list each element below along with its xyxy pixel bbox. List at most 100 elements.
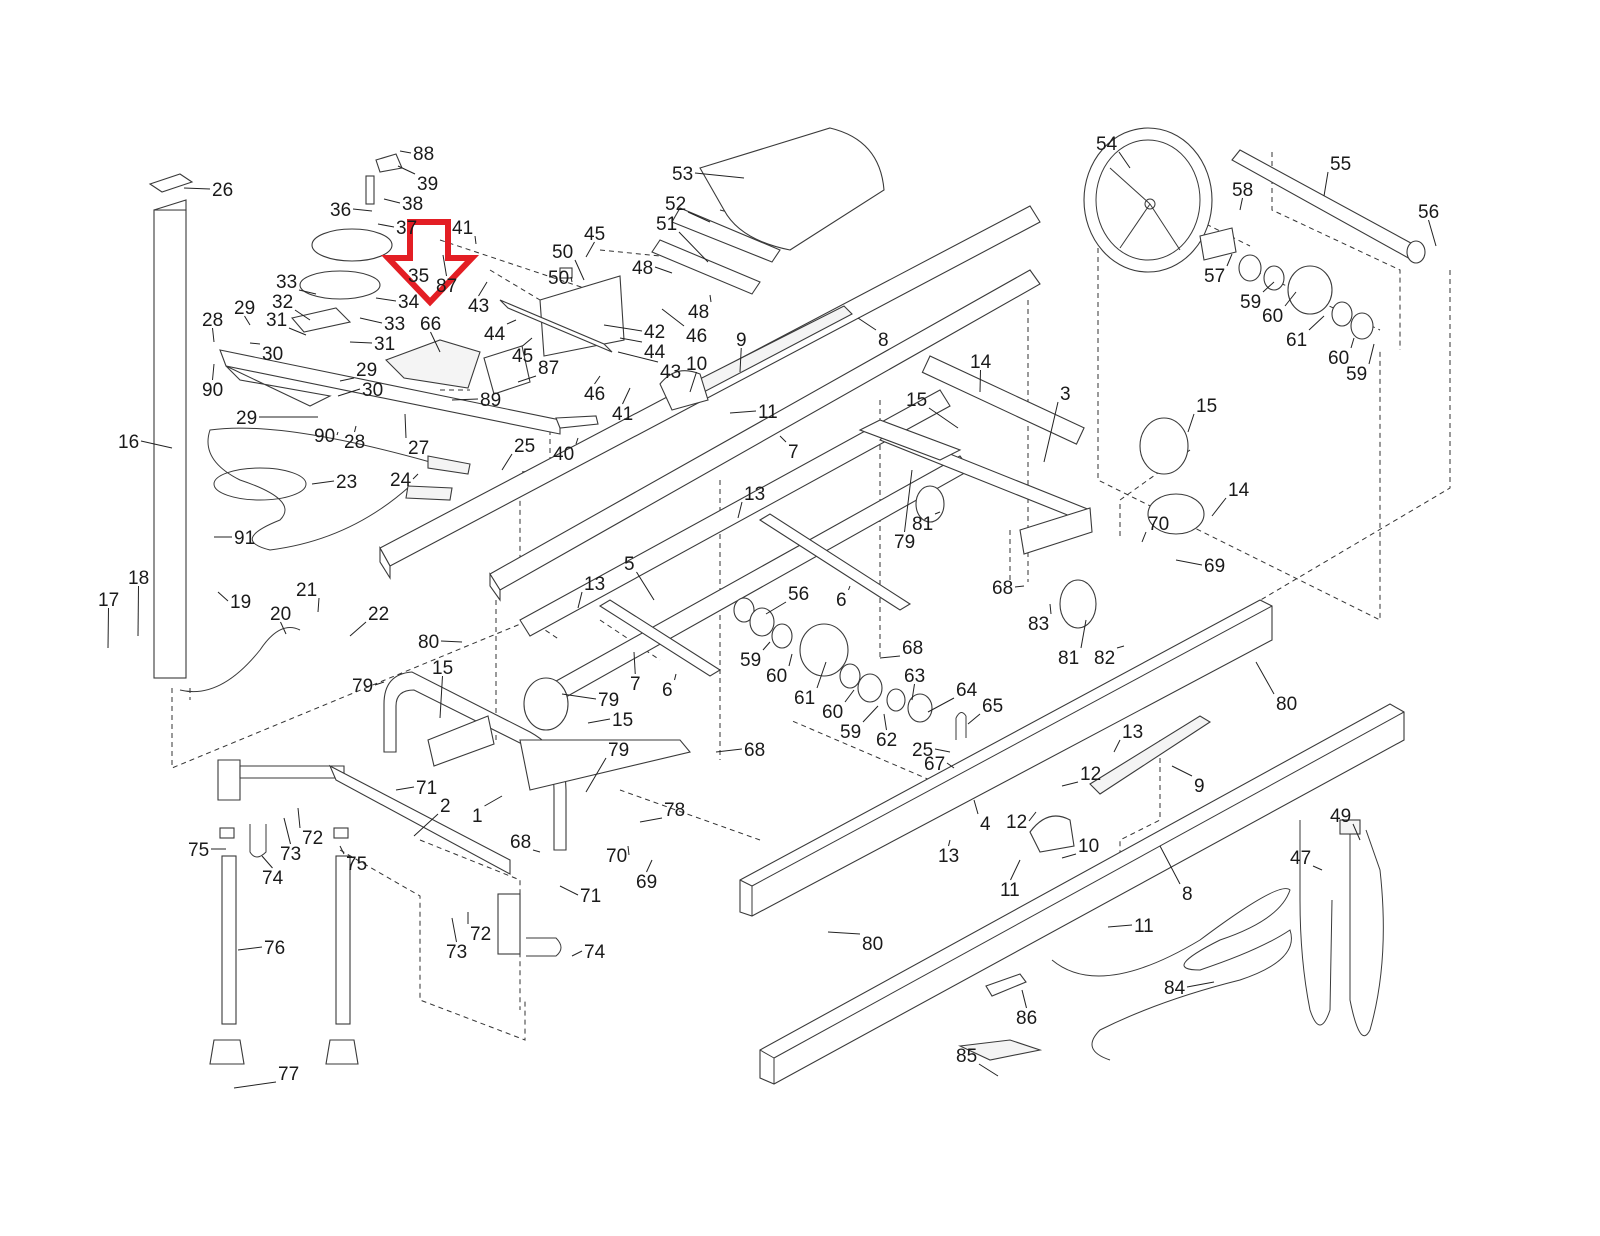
part-label-7: 7 [630, 674, 641, 695]
part-label-28: 28 [344, 432, 365, 453]
leader-line-76 [237, 946, 263, 951]
leader-line-12 [1061, 781, 1079, 787]
part-label-79: 79 [598, 690, 619, 711]
leader-line-82 [1116, 645, 1125, 649]
part-label-80: 80 [1276, 694, 1297, 715]
leader-line-71 [395, 786, 415, 791]
part-label-6: 6 [836, 590, 847, 611]
part-label-60: 60 [1328, 348, 1349, 369]
leader-line-20 [280, 621, 287, 635]
part-label-90: 90 [314, 426, 335, 447]
leader-line-56 [765, 601, 787, 615]
part-label-63: 63 [904, 666, 925, 687]
leader-line-57 [1226, 253, 1233, 267]
carriage-42 [499, 267, 625, 357]
leader-line-26 [183, 187, 211, 190]
leader-line-79 [561, 693, 597, 700]
leader-line-15 [928, 407, 959, 429]
part-label-59: 59 [740, 650, 761, 671]
part-label-13: 13 [938, 846, 959, 867]
part-label-60: 60 [766, 666, 787, 687]
part-label-29: 29 [234, 298, 255, 319]
part-label-56: 56 [788, 584, 809, 605]
leader-line-24 [412, 473, 419, 480]
part-label-50: 50 [548, 268, 569, 289]
part-label-21: 21 [296, 580, 317, 601]
part-label-33: 33 [276, 272, 297, 293]
leader-line-81 [1080, 619, 1087, 649]
leader-line-9 [739, 347, 742, 373]
part-label-44: 44 [644, 342, 666, 363]
step-pads [659, 305, 1212, 853]
part-label-89: 89 [480, 390, 501, 411]
part-label-30: 30 [262, 344, 283, 365]
leader-line-5 [636, 571, 655, 601]
part-label-47: 47 [1290, 848, 1311, 869]
leader-line-15 [439, 675, 443, 719]
leader-line-25 [934, 748, 951, 753]
leader-line-60 [1350, 337, 1355, 349]
part-label-68: 68 [992, 578, 1013, 599]
leader-line-59 [762, 641, 771, 651]
part-label-5: 5 [624, 554, 635, 575]
part-label-43: 43 [468, 296, 489, 317]
leader-line-46 [594, 375, 601, 385]
leader-line-68 [715, 748, 743, 753]
leader-line-23 [311, 480, 335, 485]
leader-line-71 [559, 885, 579, 896]
frame-rails [379, 205, 1405, 1085]
leader-line-30 [337, 388, 361, 397]
part-label-39: 39 [417, 174, 438, 195]
part-label-9: 9 [1194, 776, 1205, 797]
leader-line-79 [585, 757, 607, 793]
part-label-69: 69 [636, 872, 657, 893]
part-label-19: 19 [230, 592, 251, 613]
part-label-31: 31 [374, 334, 395, 355]
part-label-70: 70 [606, 846, 627, 867]
leader-line-77 [233, 1081, 277, 1089]
part-label-80: 80 [418, 632, 439, 653]
part-label-54: 54 [1096, 134, 1118, 155]
leader-line-88 [399, 150, 412, 154]
part-label-23: 23 [336, 472, 357, 493]
leader-line-45 [585, 241, 595, 258]
part-label-28: 28 [202, 310, 223, 331]
part-label-51: 51 [656, 214, 677, 235]
leader-line-69 [646, 859, 653, 873]
leader-line-85 [978, 1063, 999, 1077]
part-label-10: 10 [1078, 836, 1099, 857]
leader-line-83 [1049, 603, 1052, 615]
part-label-91: 91 [234, 528, 255, 549]
part-label-60: 60 [822, 702, 843, 723]
leader-line-33 [298, 289, 317, 295]
leader-line-8 [1159, 845, 1181, 885]
leader-line-28 [212, 327, 215, 343]
leader-line-55 [1323, 171, 1329, 197]
highlight-arrow [380, 219, 480, 307]
leader-line-7 [633, 651, 636, 675]
part-label-8: 8 [878, 330, 889, 351]
leader-line-3 [1043, 401, 1059, 463]
roller-stack [733, 597, 967, 740]
leader-line-8 [857, 317, 877, 331]
leader-line-44 [506, 319, 517, 325]
leader-line-40 [575, 437, 579, 445]
leader-line-4 [973, 799, 979, 815]
part-label-73: 73 [446, 942, 467, 963]
part-label-52: 52 [665, 194, 686, 215]
leader-line-59 [1368, 343, 1375, 365]
leader-line-22 [349, 621, 367, 637]
leader-line-32 [294, 309, 311, 321]
leader-line-39 [397, 165, 416, 175]
leader-line-61 [816, 661, 827, 689]
part-label-74: 74 [584, 942, 606, 963]
part-label-36: 36 [330, 200, 351, 221]
leader-line-74 [261, 855, 273, 869]
part-label-29: 29 [236, 408, 257, 429]
leader-line-2 [413, 813, 439, 837]
part-label-55: 55 [1330, 154, 1351, 175]
part-label-16: 16 [118, 432, 139, 453]
part-label-11: 11 [758, 402, 778, 423]
part-label-90: 90 [202, 380, 223, 401]
leader-line-13 [948, 839, 951, 847]
